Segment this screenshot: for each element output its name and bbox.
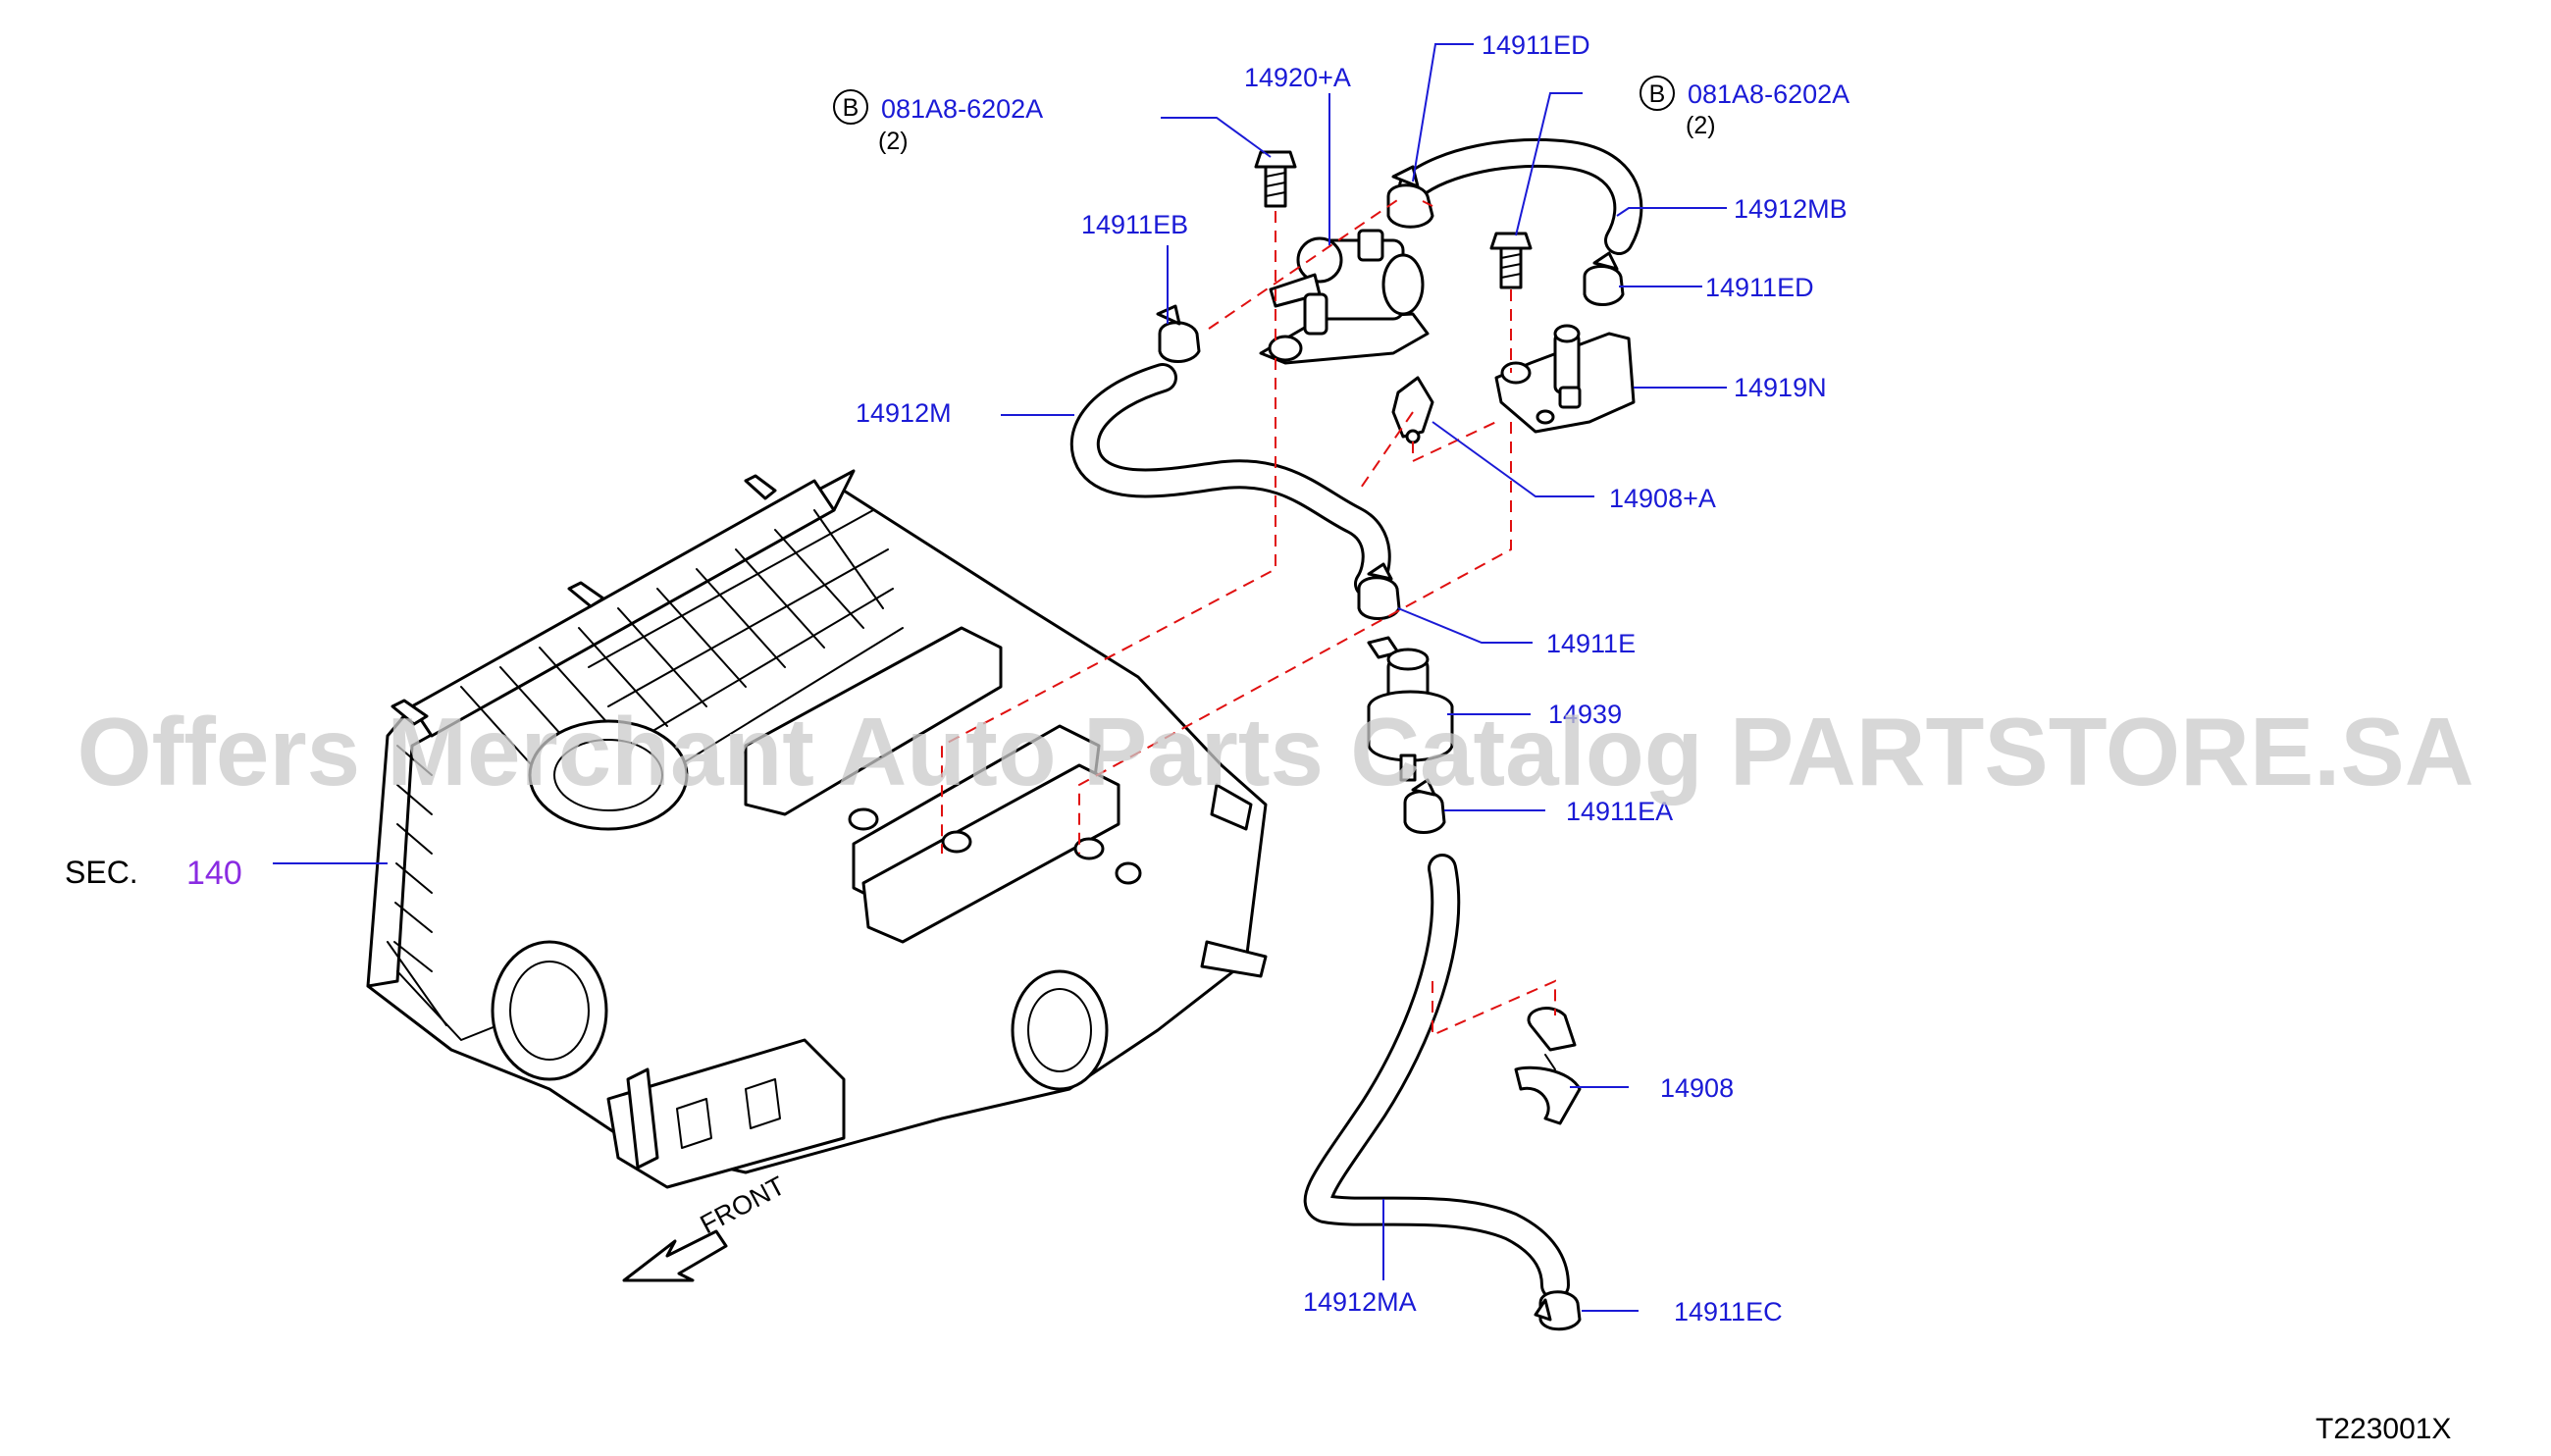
diagram-code: T223001X	[2316, 1413, 2451, 1445]
valve-14920a-drawing	[1259, 229, 1430, 365]
label-14911eb[interactable]: 14911EB	[1081, 210, 1188, 239]
clip-14908-drawing	[1514, 1007, 1582, 1125]
intake-manifold-drawing	[366, 469, 1268, 1189]
section-link-140[interactable]: 140	[186, 855, 242, 892]
label-14919n[interactable]: 14919N	[1734, 373, 1827, 402]
clamp-14911ea-drawing	[1403, 778, 1446, 834]
part-labels: 14920+A 14911ED 081A8-6202A (2) 081A8-62…	[856, 30, 1849, 1326]
assembly-lines	[941, 195, 1556, 1037]
label-14911ec[interactable]: 14911EC	[1674, 1297, 1783, 1326]
bolt-symbol-right-letter: B	[1649, 80, 1666, 108]
clamp-14911e-drawing	[1357, 562, 1401, 620]
label-14911e[interactable]: 14911E	[1546, 629, 1636, 658]
bolt-left-drawing	[1254, 150, 1297, 208]
label-14939[interactable]: 14939	[1548, 700, 1622, 729]
bracket-14919n-drawing	[1494, 324, 1636, 434]
clamp-14911ed-mid-drawing	[1583, 251, 1625, 306]
section-prefix: SEC.	[65, 855, 138, 890]
label-14908[interactable]: 14908	[1660, 1073, 1734, 1103]
label-bolt-right-qty: (2)	[1686, 112, 1716, 139]
label-14912ma[interactable]: 14912MA	[1303, 1287, 1417, 1317]
bolt-symbol-left-letter: B	[843, 94, 859, 122]
label-14912mb[interactable]: 14912MB	[1734, 194, 1848, 224]
label-bolt-right-code[interactable]: 081A8-6202A	[1688, 79, 1849, 109]
label-14911ed-top[interactable]: 14911ED	[1482, 30, 1590, 60]
clamp-14911eb-drawing	[1156, 304, 1201, 363]
bolt-symbol-left	[833, 89, 868, 125]
label-14911ea[interactable]: 14911EA	[1566, 797, 1673, 826]
clamp-14911ed-top-drawing	[1386, 165, 1434, 229]
clip-14908a-drawing	[1391, 376, 1434, 444]
label-bolt-left-code[interactable]: 081A8-6202A	[881, 94, 1043, 124]
front-label: FRONT	[696, 1170, 790, 1239]
bolt-right-drawing	[1489, 232, 1533, 289]
valve-14939-drawing	[1367, 636, 1454, 782]
label-14920a[interactable]: 14920+A	[1244, 63, 1351, 92]
bolt-symbol-right	[1640, 76, 1675, 111]
label-bolt-left-qty: (2)	[878, 128, 909, 155]
clamp-14911ec-drawing	[1534, 1290, 1582, 1331]
label-14912m[interactable]: 14912M	[856, 398, 952, 428]
front-arrow: FRONT	[622, 1170, 790, 1282]
label-14908a[interactable]: 14908+A	[1609, 484, 1716, 513]
label-14911ed-mid[interactable]: 14911ED	[1705, 273, 1814, 302]
watermark: Offers Merchant Auto Parts Catalog PARTS…	[77, 698, 2473, 806]
leader-lines	[273, 43, 1727, 1312]
